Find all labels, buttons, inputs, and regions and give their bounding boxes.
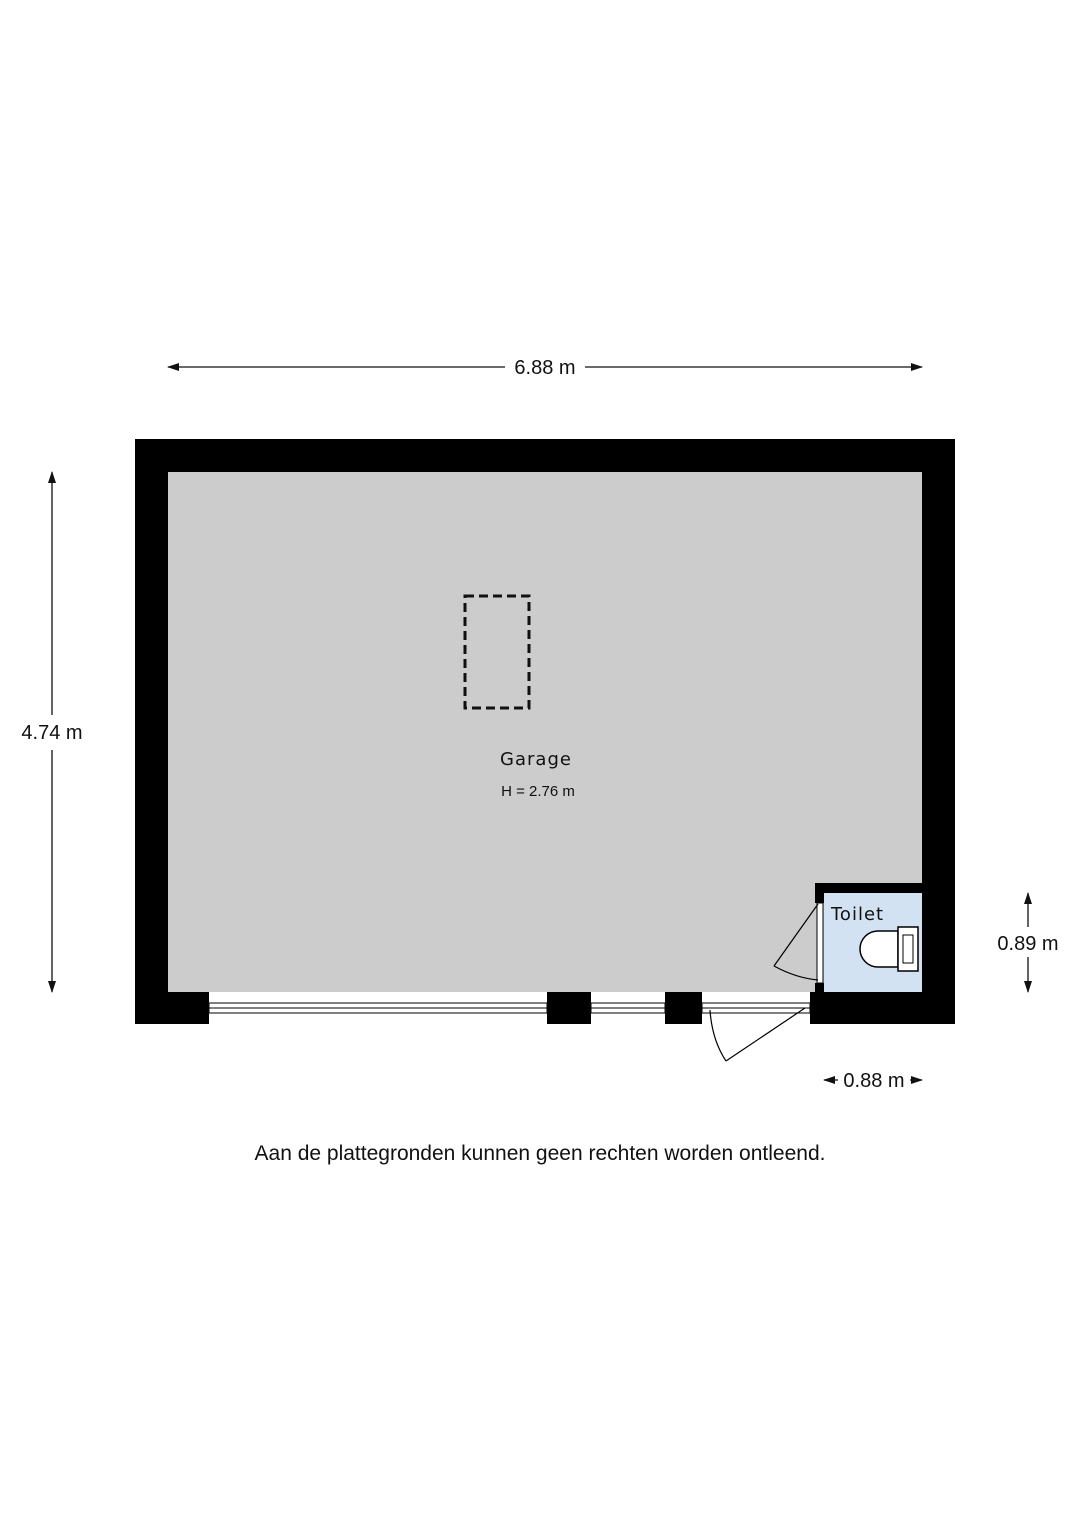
garage-door: [208, 1002, 548, 1014]
dimension-height: 4.74 m: [21, 471, 83, 993]
dimension-toilet-height: 0.89 m: [997, 892, 1059, 993]
wall-bottom-left: [135, 992, 209, 1024]
toilet-door-frame: [816, 902, 824, 984]
dimension-toilet-width-label: 0.88 m: [843, 1070, 904, 1092]
garage-height-label: H = 2.76 m: [501, 783, 575, 800]
toilet-label: Toilet: [830, 904, 884, 925]
garage-floor: [168, 472, 922, 992]
wall-top: [135, 439, 955, 472]
disclaimer-text: Aan de plattegronden kunnen geen rechten…: [254, 1142, 826, 1165]
wall-right: [922, 439, 955, 1024]
dimension-width-label: 6.88 m: [514, 357, 575, 379]
toilet-door-leaf: [773, 903, 819, 967]
toilet-wall-left-top: [815, 883, 824, 903]
wall-bottom-right: [810, 992, 955, 1024]
wall-pillar-1: [547, 992, 591, 1024]
toilet-door-swing: [773, 965, 819, 981]
dimension-toilet-width: 0.88 m: [823, 1070, 923, 1092]
garage-label: Garage: [500, 749, 572, 770]
entrance-door: [701, 1002, 811, 1062]
toilet-wall-top: [815, 883, 922, 893]
attic-hatch: [463, 594, 531, 710]
wall-pillar-2: [665, 992, 702, 1024]
toilet-fixture-icon: [859, 926, 919, 972]
dimension-height-label: 4.74 m: [21, 722, 82, 744]
dimension-toilet-height-label: 0.89 m: [997, 933, 1058, 955]
window-small: [590, 1002, 666, 1014]
wall-left: [135, 439, 168, 1024]
toilet-wall-left-bottom: [815, 983, 824, 995]
dimension-width: 6.88 m: [167, 357, 923, 379]
